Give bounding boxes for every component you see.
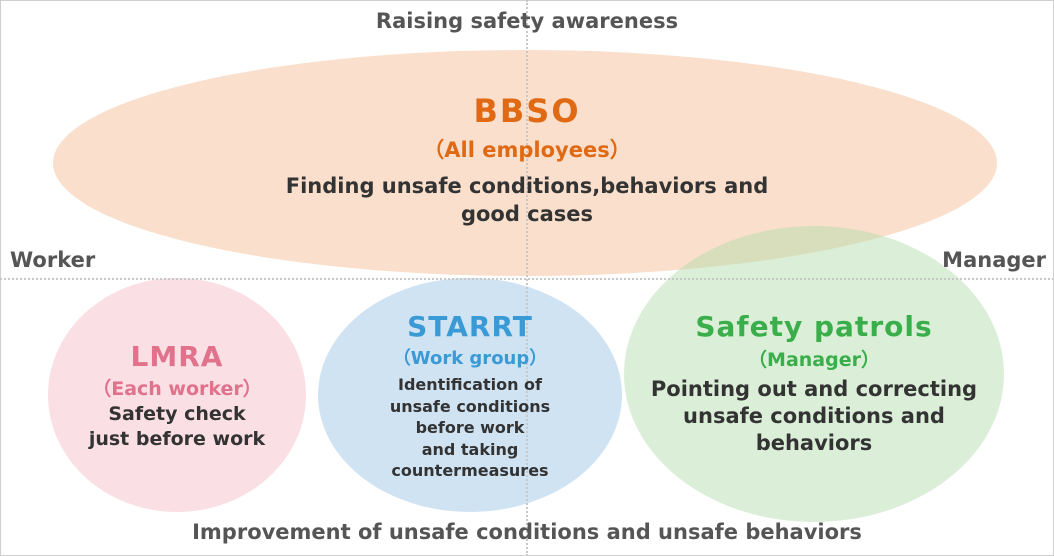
axis-left-label: Worker xyxy=(10,248,96,272)
starrt-description-line: Identification of xyxy=(398,375,542,394)
lmra-description: Safety check just before work xyxy=(48,402,306,452)
safety-patrols-description-line: Pointing out and correcting xyxy=(650,377,978,401)
starrt-title: STARRT xyxy=(407,310,533,343)
starrt-description-line: before work xyxy=(415,418,525,437)
axis-right-label: Manager xyxy=(942,248,1046,272)
bbso-description-line: good cases xyxy=(460,202,594,226)
lmra-description-line: Safety check xyxy=(108,403,246,425)
safety-patrols-ellipse xyxy=(624,226,1004,522)
bbso-title: BBSO xyxy=(473,92,581,130)
bbso-ellipse xyxy=(53,50,997,276)
axis-bottom-label: Improvement of unsafe conditions and uns… xyxy=(192,520,862,544)
bbso-subtitle: （All employees） xyxy=(423,138,631,162)
lmra-description-line: just before work xyxy=(88,428,266,450)
bbso-description: Finding unsafe conditions,behaviors and … xyxy=(0,172,1054,228)
axis-top-label: Raising safety awareness xyxy=(375,9,679,33)
lmra-subtitle: （Each worker） xyxy=(92,378,262,400)
bbso-description-line: Finding unsafe conditions,behaviors and xyxy=(285,174,769,198)
safety-patrols-subtitle: （Manager） xyxy=(748,349,880,371)
safety-patrols-description-line: behaviors xyxy=(755,431,873,455)
lmra-ellipse xyxy=(48,278,306,512)
starrt-description-line: and taking xyxy=(421,439,519,459)
safety-patrols-description-line: unsafe conditions and xyxy=(683,404,945,428)
safety-patrols-title: Safety patrols xyxy=(695,310,933,343)
lmra-title: LMRA xyxy=(130,340,224,373)
starrt-ellipse xyxy=(318,278,622,512)
starrt-description: Identification of unsafe conditions befo… xyxy=(318,374,622,482)
starrt-subtitle: （Work group） xyxy=(392,348,548,369)
horizontal-axis-line xyxy=(0,278,1054,280)
safety-patrols-description: Pointing out and correcting unsafe condi… xyxy=(624,376,1004,457)
starrt-description-line: countermeasures xyxy=(391,461,549,480)
starrt-description-line: unsafe conditions xyxy=(389,396,551,416)
